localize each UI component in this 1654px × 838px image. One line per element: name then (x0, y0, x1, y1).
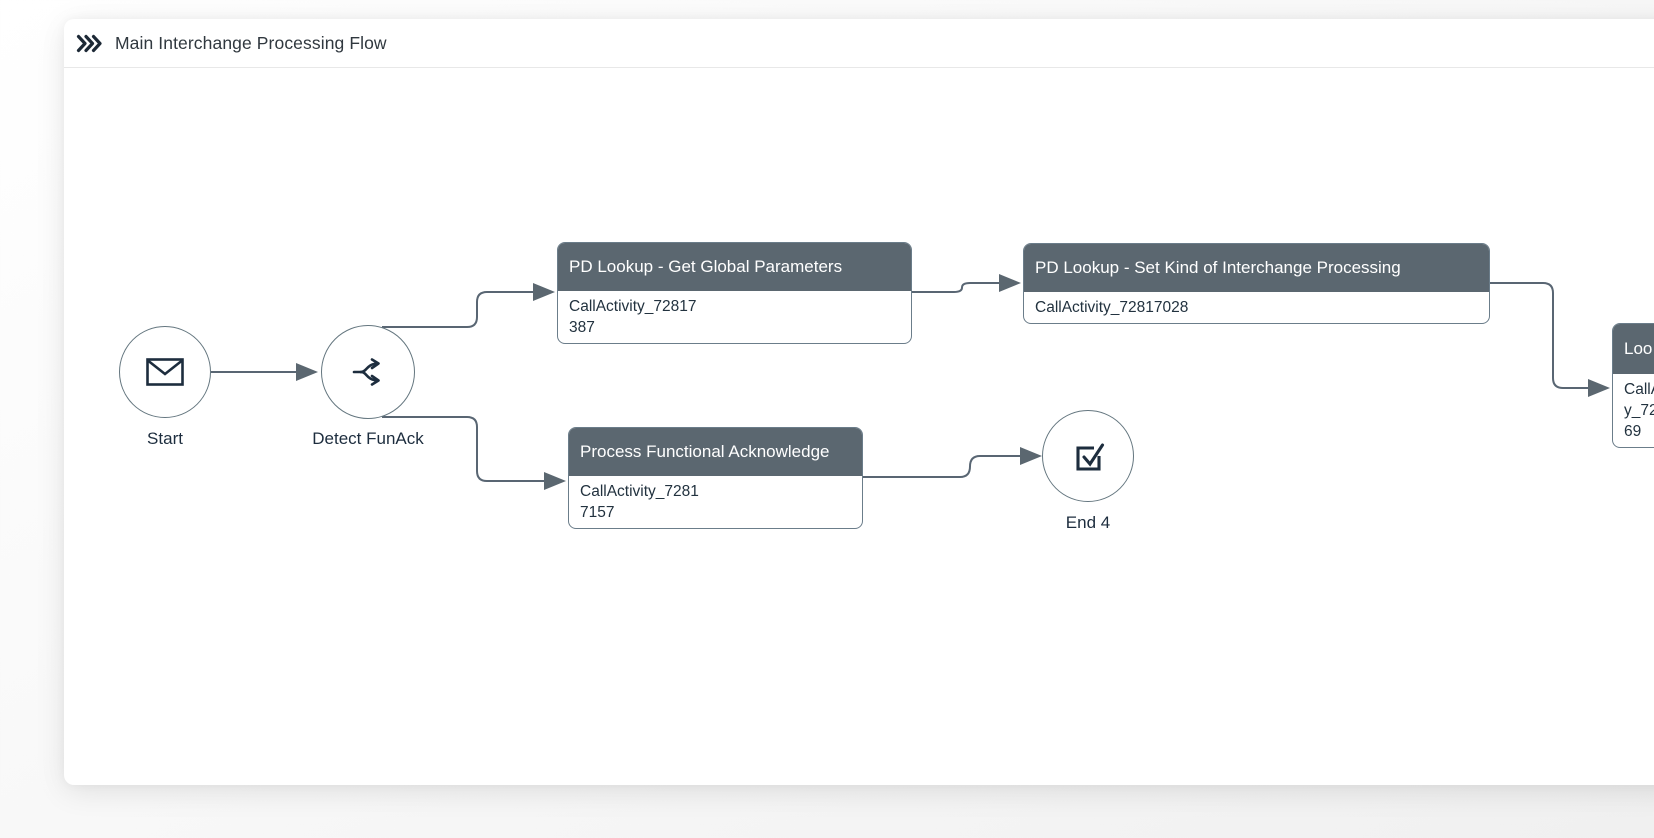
task-subtitle-line: 387 (569, 319, 595, 336)
flow-panel: Main Interchange Processing Flow (64, 19, 1654, 785)
task-subtitle-line: CallA (1624, 381, 1654, 398)
task-title: Process Functional Acknowledge (569, 428, 862, 476)
task-title: Loo (1613, 324, 1654, 374)
task-title: PD Lookup - Set Kind of Interchange Proc… (1024, 244, 1489, 292)
double-chevron-right-icon[interactable] (76, 34, 102, 53)
task-subtitle-line: CallActivity_7281 (580, 483, 699, 500)
flow-diagram: Start Detect FunAck PD Lookup - Get Glob… (64, 69, 1654, 785)
task-body: CallActivity_7281 7157 (569, 476, 862, 528)
end-event-label: End 4 (1065, 513, 1111, 532)
task-process-functional-acknowledge[interactable]: Process Functional Acknowledge CallActiv… (568, 427, 863, 529)
panel-header: Main Interchange Processing Flow (64, 19, 1654, 68)
end-event-node[interactable] (1042, 410, 1134, 502)
connector-start-to-gateway (211, 363, 318, 381)
task-subtitle-line: y_72 (1624, 402, 1654, 419)
page-title: Main Interchange Processing Flow (115, 32, 387, 53)
task-subtitle-line: CallActivity_72817028 (1035, 299, 1189, 316)
connector-gateway-to-task3 (382, 416, 566, 490)
start-event-node[interactable] (119, 326, 211, 418)
connector-task3-to-end (863, 447, 1042, 478)
task-pd-lookup-get-global-parameters[interactable]: PD Lookup - Get Global Parameters CallAc… (557, 242, 912, 344)
connector-task2-to-task4 (1490, 282, 1610, 397)
envelope-icon (146, 358, 184, 386)
task-subtitle-line: 7157 (580, 504, 615, 521)
gateway-node-detect-funack[interactable] (321, 325, 415, 419)
checked-task-icon (1076, 443, 1105, 471)
task-title: PD Lookup - Get Global Parameters (558, 243, 911, 291)
start-event-label: Start (147, 429, 183, 448)
task-lookup-clipped[interactable]: Loo CallA y_72 69 (1612, 323, 1654, 448)
task-body: CallActivity_72817028 (1024, 292, 1489, 323)
task-body: CallActivity_72817 387 (558, 291, 911, 343)
sequence-flow-connectors (211, 274, 1610, 490)
task-body: CallA y_72 69 (1613, 374, 1654, 447)
task-subtitle-line: CallActivity_72817 (569, 298, 697, 315)
task-subtitle-line: 69 (1624, 423, 1642, 440)
connector-gateway-to-task1 (382, 283, 555, 328)
connector-task1-to-task2 (912, 274, 1021, 293)
gateway-label: Detect FunAck (312, 429, 424, 448)
task-pd-lookup-set-kind-of-interchange-processing[interactable]: PD Lookup - Set Kind of Interchange Proc… (1023, 243, 1490, 324)
branch-split-icon (352, 358, 380, 386)
